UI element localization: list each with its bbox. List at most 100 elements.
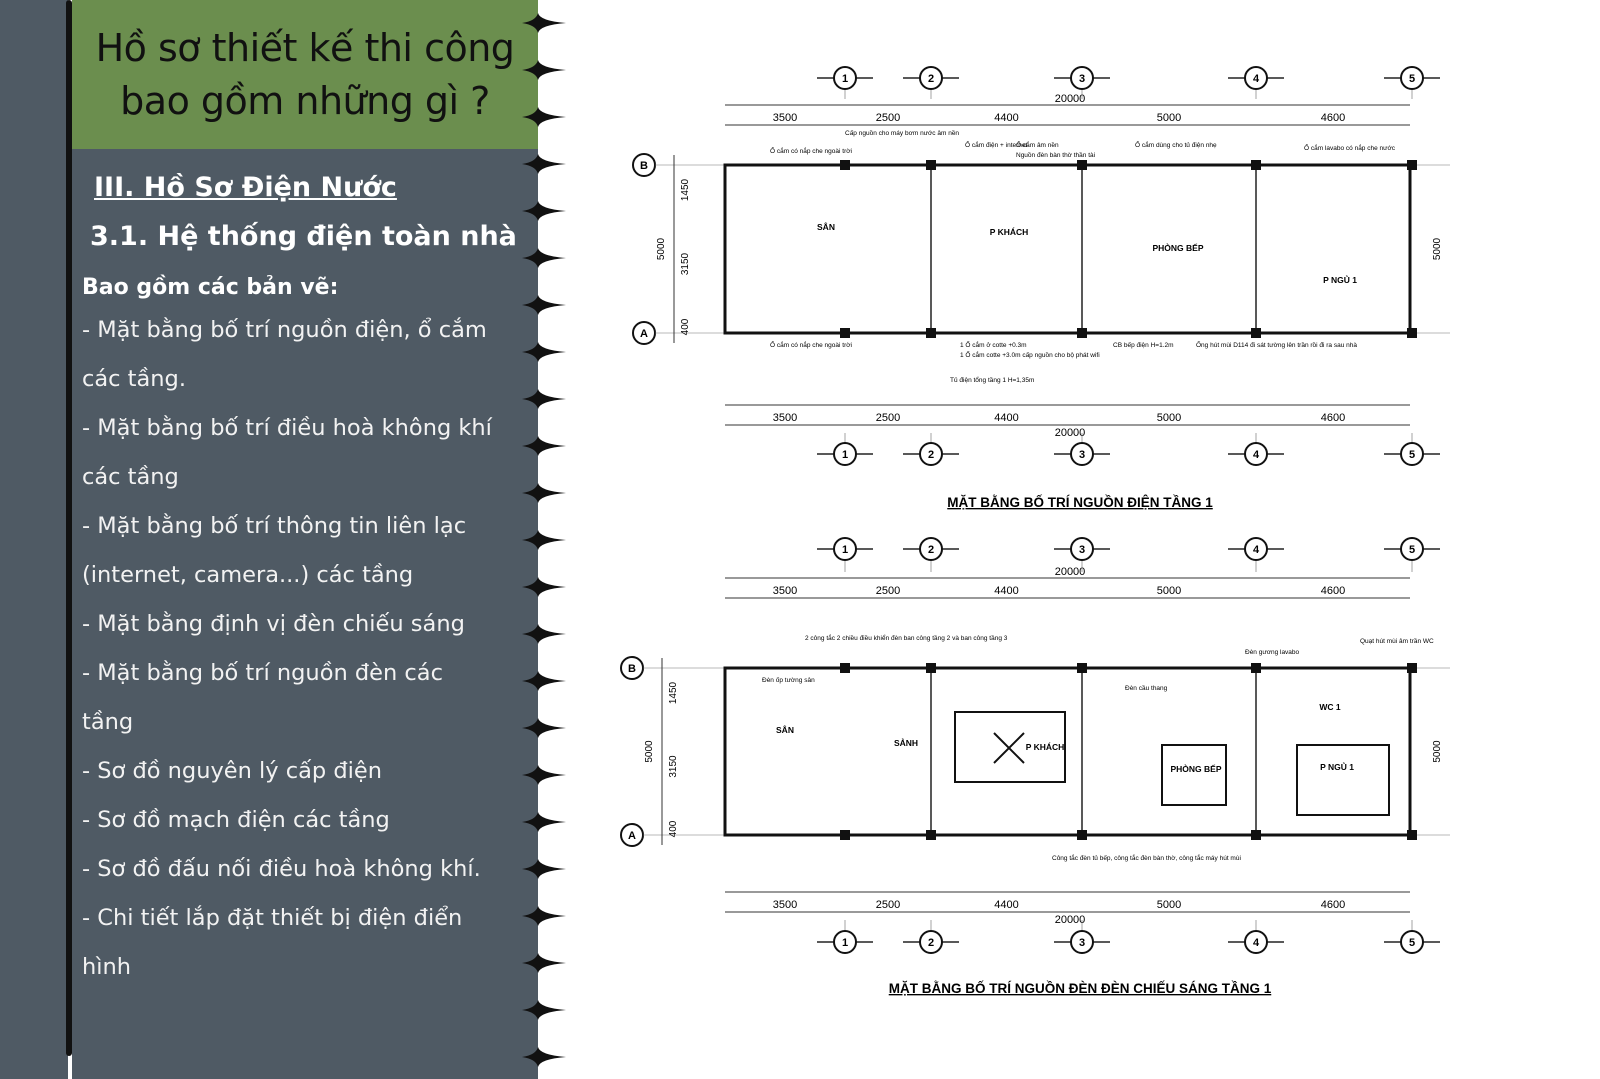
annotation: Đèn gương lavabo	[1245, 649, 1300, 656]
star-icon	[522, 295, 566, 315]
column	[1251, 663, 1261, 673]
star-icon	[522, 577, 566, 597]
list-item: - Chi tiết lắp đặt thiết bị điện điển	[82, 905, 463, 931]
axis-bubble	[1400, 930, 1424, 954]
list-item: các tầng.	[82, 366, 186, 392]
list-item: - Mặt bằng bố trí nguồn đèn các	[82, 660, 443, 686]
star-icon	[522, 60, 566, 80]
dimension-span: 3500	[773, 112, 797, 124]
list-item: (internet, camera...) các tầng	[82, 562, 414, 588]
row-label: A	[628, 830, 636, 842]
column	[926, 160, 936, 170]
side-dimension: 3150	[680, 252, 691, 275]
axis-bubble	[833, 930, 857, 954]
axis-label: 3	[1079, 73, 1085, 85]
axis-label: 2	[928, 449, 934, 461]
column	[1077, 830, 1087, 840]
annotation: 1 Ổ cắm ở cotte +0.3m	[960, 340, 1027, 349]
axis-bubble	[919, 930, 943, 954]
axis-label: 3	[1079, 544, 1085, 556]
column	[1407, 160, 1417, 170]
axis-label: 4	[1253, 73, 1260, 85]
column	[1251, 328, 1261, 338]
dimension-total: 20000	[1055, 427, 1086, 439]
column	[926, 328, 936, 338]
ceiling-light-loop	[954, 711, 1066, 783]
star-icon	[522, 1000, 566, 1020]
room-label: SÂN	[817, 221, 835, 232]
annotation: Đèn ốp tường sân	[762, 675, 815, 684]
side-dimension: 1450	[680, 178, 691, 201]
section-subheading: 3.1. Hệ thống điện toàn nhà	[90, 221, 517, 252]
ceiling-fan-icon	[993, 732, 1025, 764]
dimension-span: 3500	[773, 899, 797, 911]
drawing-title: MẶT BẰNG BỐ TRÍ NGUỒN ĐIỆN TẦNG 1	[947, 495, 1213, 510]
annotation: Cấp nguồn cho máy bơm nước âm nền	[845, 128, 959, 137]
axis-bubble	[1070, 66, 1094, 90]
dimension-span: 4400	[994, 112, 1018, 124]
annotation: Ổ cắm điện + internet	[965, 140, 1028, 149]
side-dimension: 3150	[668, 755, 679, 778]
axis-bubble	[1400, 66, 1424, 90]
side-dimension: 5000	[644, 740, 655, 763]
content-panel	[72, 0, 538, 1079]
axis-label: 2	[928, 544, 934, 556]
star-icon	[522, 812, 566, 832]
axis-label: 1	[842, 544, 848, 556]
dimension-total: 20000	[1055, 93, 1086, 105]
row-label: A	[640, 328, 648, 340]
room-label: PHÒNG BẾP	[1170, 763, 1221, 774]
axis-bubble	[1070, 930, 1094, 954]
star-icon	[522, 624, 566, 644]
column	[1077, 160, 1087, 170]
star-icon	[522, 154, 566, 174]
star-icon	[522, 248, 566, 268]
star-icon	[522, 201, 566, 221]
list-item: - Sơ đồ nguyên lý cấp điện	[82, 758, 382, 784]
dimension-total: 20000	[1055, 914, 1086, 926]
side-dimension: 400	[668, 820, 679, 837]
axis-label: 4	[1253, 544, 1260, 556]
section-heading: III. Hồ Sơ Điện Nước	[94, 172, 397, 203]
star-icon	[522, 671, 566, 691]
room-label: P NGỦ 1	[1323, 274, 1357, 285]
dimension-span: 4400	[994, 585, 1018, 597]
kitchen-light-loop	[1161, 744, 1227, 806]
room-label: P KHÁCH	[990, 227, 1029, 237]
axis-bubble	[1070, 442, 1094, 466]
column	[1077, 663, 1087, 673]
axis-bubble	[919, 66, 943, 90]
list-item: các tầng	[82, 464, 179, 490]
axis-bubble	[1244, 930, 1268, 954]
annotation: Ổ cắm dùng cho tủ điện nhẹ	[1135, 140, 1217, 149]
axis-bubble	[919, 537, 943, 561]
axis-label: 1	[842, 73, 848, 85]
column	[840, 830, 850, 840]
star-icon	[522, 906, 566, 926]
exterior-wall	[723, 163, 1412, 335]
star-icon	[522, 530, 566, 550]
axis-label: 3	[1079, 937, 1085, 949]
axis-label: 2	[928, 73, 934, 85]
list-item: tầng	[82, 709, 134, 735]
annotation: Ổ cắm có nắp che ngoài trời	[770, 340, 852, 349]
annotation: 1 Ổ cắm cotte +3.0m cấp nguồn cho bộ phá…	[960, 350, 1100, 359]
bedroom-light-loop	[1296, 744, 1390, 816]
star-icon	[522, 953, 566, 973]
dimension-span: 2500	[876, 112, 900, 124]
star-icon	[522, 765, 566, 785]
dimension-span: 4600	[1321, 112, 1345, 124]
star-icon	[522, 13, 566, 33]
row-label: B	[628, 663, 636, 675]
axis-label: 4	[1253, 937, 1260, 949]
dimension-span: 4600	[1321, 585, 1345, 597]
column	[840, 663, 850, 673]
column	[1407, 328, 1417, 338]
axis-bubble	[1244, 66, 1268, 90]
dimension-span: 4400	[994, 899, 1018, 911]
row-label: B	[640, 160, 648, 172]
column	[1077, 328, 1087, 338]
axis-bubble	[833, 537, 857, 561]
list-item: - Mặt bằng bố trí điều hoà không khí	[82, 415, 492, 441]
room-label: SẢNH	[894, 737, 918, 748]
